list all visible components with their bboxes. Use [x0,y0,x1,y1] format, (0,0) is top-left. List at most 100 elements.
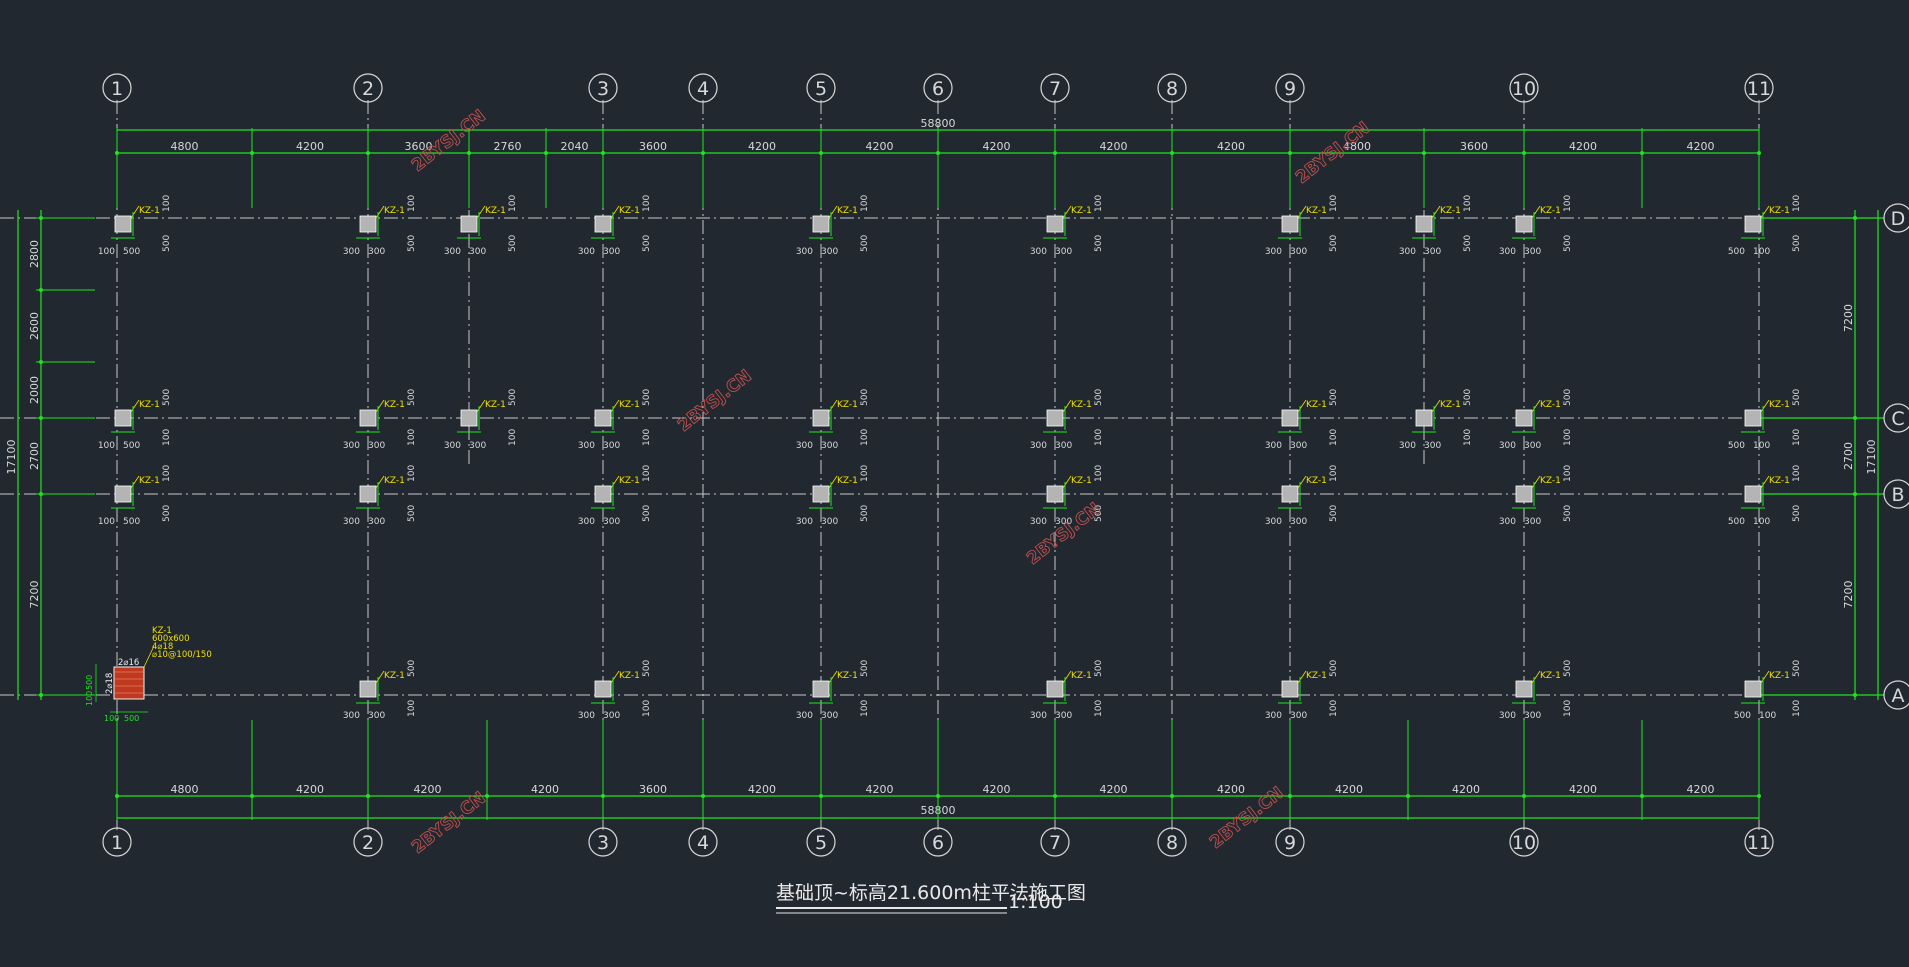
column-label: KZ-1 [485,400,506,410]
right-dim-text: 7200 [1842,304,1855,332]
column-dim-text: 500 [1728,247,1745,257]
dim-tick [819,794,823,798]
column-leader [610,475,620,489]
axis-bubble-3 [588,73,618,103]
axis-bubble-A [1883,680,1909,710]
column-dim-text: 300 [796,247,813,257]
column-label: KZ-1 [1540,476,1561,486]
axis-bubble-3 [588,827,618,857]
column-label: KZ-1 [1769,206,1790,216]
axis-bubble-10 [1509,827,1539,857]
column-dim-text: 300 [1290,441,1307,451]
column-dim-text: 100 [860,195,870,212]
column-dim-text: 500 [123,517,140,527]
column-dim-text: 500 [1563,235,1573,252]
column-leader [610,205,620,219]
column-dim-text: 300 [603,517,620,527]
column-label: KZ-1 [1769,476,1790,486]
column-dim-text: 100 [860,429,870,446]
axis-bubble-6 [923,73,953,103]
column-dim-text: 300 [603,441,620,451]
column-dim-text: 100 [1792,700,1802,717]
dim-tick [701,151,705,155]
column-KZ1 [812,409,830,427]
column-dim-text: 300 [796,711,813,721]
column-KZ1 [594,409,612,427]
column-dim-text: 300 [1265,441,1282,451]
column-dim-text: 100 [1329,429,1339,446]
column-dim-text: 500 [1792,389,1802,406]
column-dim-text: 500 [860,389,870,406]
dim-tick [366,794,370,798]
detail-dim-text: 500 [85,675,94,690]
column-KZ1 [1281,680,1299,698]
column-leader [1062,205,1072,219]
column-dim-text: 100 [407,429,417,446]
axis-bubble-D [1883,203,1909,233]
axis-bubble-label: 10 [1512,832,1536,854]
column-leader [1297,670,1307,684]
column-dim-text: 300 [1290,247,1307,257]
left-dim-text: 2600 [28,312,41,340]
column-KZ1 [1046,215,1064,233]
axis-bubble-label: 1 [111,78,123,100]
column-label: KZ-1 [1306,206,1327,216]
column-dim-text: 300 [603,247,620,257]
column-leader [375,205,385,219]
column-label: KZ-1 [485,206,506,216]
column-KZ1 [114,409,132,427]
column-label: KZ-1 [1306,400,1327,410]
column-dim-text: 100 [1463,429,1473,446]
column-dim-text: 300 [1290,517,1307,527]
column-dim-text: 500 [642,235,652,252]
column-dim-text: 100 [162,429,172,446]
column-KZ1 [594,680,612,698]
dim-tick [1288,794,1292,798]
column-dim-text: 500 [1563,505,1573,522]
column-KZ1 [594,215,612,233]
dim-tick [1422,151,1426,155]
column-dim-text: 300 [469,441,486,451]
column-label: KZ-1 [1071,400,1092,410]
column-dim-text: 500 [1094,389,1104,406]
dim-tick [1853,693,1857,697]
column-dim-text: 100 [1792,429,1802,446]
column-dim-text: 100 [1094,465,1104,482]
column-KZ1 [1515,485,1533,503]
watermark-text: 2BYSJ.CN [1023,499,1105,569]
column-leader [1062,399,1072,413]
column-dim-text: 300 [1030,441,1047,451]
column-dim-text: 500 [1094,505,1104,522]
column-label: KZ-1 [1540,671,1561,681]
axis-bubble-4 [688,827,718,857]
axis-bubble-label: 6 [932,832,944,854]
axis-bubble-label: A [1892,685,1905,707]
column-leader [1531,670,1541,684]
detail-size: 600x600 [152,634,189,644]
bottom-dim-text: 3600 [639,783,667,796]
axis-bubble-B [1883,479,1909,509]
column-label: KZ-1 [619,476,640,486]
column-dim-text: 500 [407,235,417,252]
column-dim-text: 300 [1524,441,1541,451]
top-dim-text: 4200 [1687,140,1715,153]
dim-tick [601,794,605,798]
column-dim-text: 500 [1728,517,1745,527]
column-dim-text: 300 [796,441,813,451]
axis-bubble-4 [688,73,718,103]
column-label: KZ-1 [619,400,640,410]
column-dim-text: 300 [1399,247,1416,257]
column-label: KZ-1 [1440,400,1461,410]
dim-tick [1170,151,1174,155]
top-dim-text: 4200 [983,140,1011,153]
axis-bubble-label: 3 [597,832,609,854]
detail-bars: 4⌀18 [152,642,173,652]
dim-tick [39,693,43,697]
detail-side-bars: 2⌀16 [118,658,139,668]
top-dim-text: 4200 [748,140,776,153]
column-leader [1760,475,1770,489]
column-dim-text: 300 [1424,441,1441,451]
axis-bubble-label: 4 [697,78,709,100]
column-KZ1 [1046,409,1064,427]
